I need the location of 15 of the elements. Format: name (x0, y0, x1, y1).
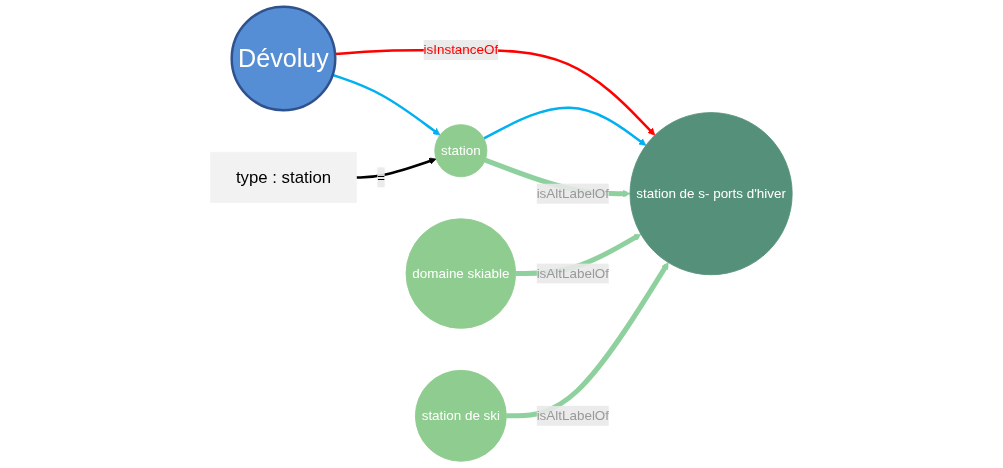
edge-label: isInstanceOf (423, 42, 499, 57)
node-circle: station de ski (415, 369, 507, 462)
node-circle: station de s- ports d'hiver (629, 112, 793, 276)
edge-label: = (377, 169, 386, 185)
edge-label: isAltLabelOf (536, 265, 610, 281)
node-circle: station (434, 124, 488, 178)
edge-label: isAltLabelOf (536, 186, 610, 201)
arrow (332, 73, 441, 136)
arrow (483, 106, 647, 146)
arrow (356, 157, 437, 179)
arrow (506, 262, 669, 419)
edge-label: isAltLabelOf (536, 408, 610, 423)
node-box: type : station (210, 151, 357, 203)
node-circle: domaine skiable (405, 218, 517, 329)
node-circle: Dévoluy (230, 5, 337, 112)
